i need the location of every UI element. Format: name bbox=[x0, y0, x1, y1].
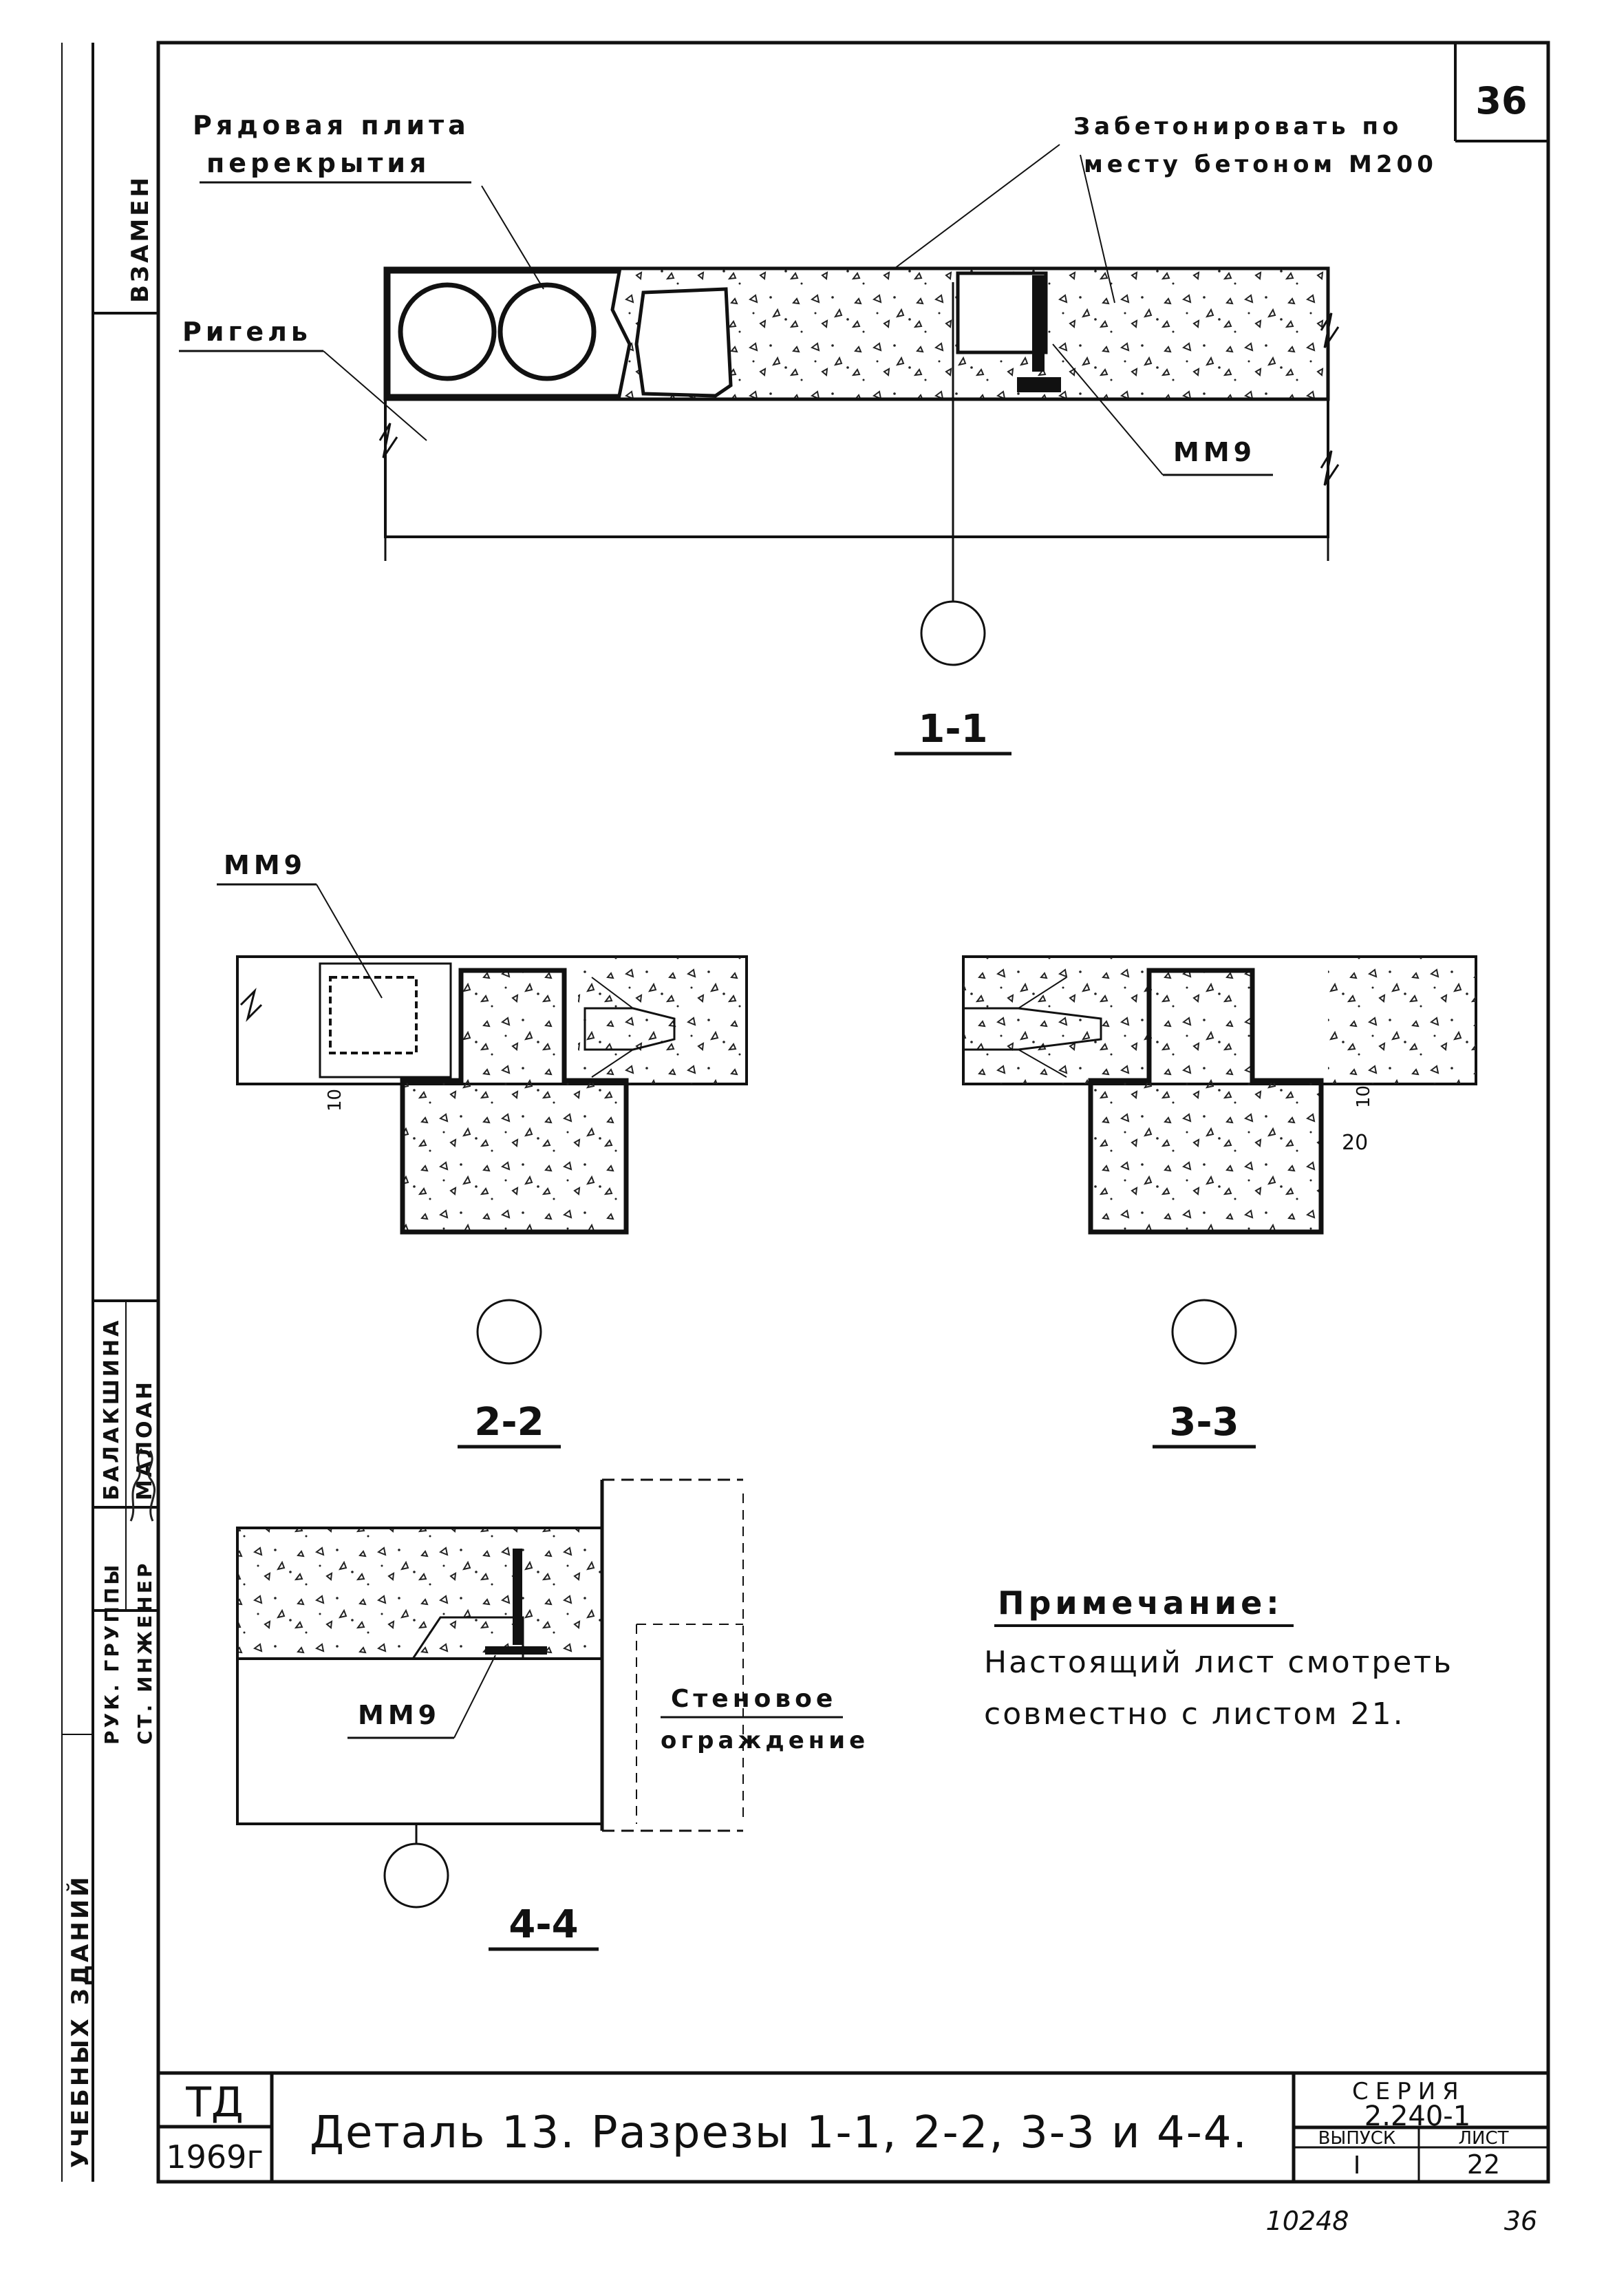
footer-left: 10248 bbox=[1266, 2206, 1349, 2236]
label-mm9-2: ММ9 bbox=[224, 850, 306, 880]
caption-1-1: 1-1 bbox=[918, 707, 987, 752]
section-4-4: ММ9 Стеновое ограждение 4-4 bbox=[236, 1478, 869, 1951]
label-concrete-1: Забетонировать по bbox=[1073, 113, 1402, 140]
section-3-3: 10 20 3-3 bbox=[962, 955, 1477, 1449]
slab-void-1 bbox=[398, 282, 497, 381]
section-2-2: ММ9 10 2-2 bbox=[217, 850, 748, 1449]
label-concrete-2: месту бетоном М200 bbox=[1084, 151, 1437, 178]
section-marker-1-1 bbox=[920, 600, 986, 666]
sheet-title: Деталь 13. Разрезы 1-1, 2-2, 3-3 и 4-4. bbox=[310, 2107, 1248, 2158]
issue-label: ВЫПУСК bbox=[1318, 2128, 1396, 2149]
year-label: 1969г bbox=[166, 2138, 263, 2176]
td-label: ТД bbox=[185, 2079, 244, 2127]
embedded-pocket bbox=[956, 271, 1048, 354]
side-stamp: ВЗАМЕН БАЛАКШИНА МАЛОАН РУК. ГРУППЫ СТ. … bbox=[61, 43, 158, 2182]
caption-2-2: 2-2 bbox=[474, 1400, 544, 1445]
note-line-2: совместно с листом 21. bbox=[984, 1697, 1405, 1732]
series-value: 2.240-1 bbox=[1364, 2101, 1470, 2132]
label-mm9-4: ММ9 bbox=[358, 1700, 440, 1730]
title-block: ТД 1969г Деталь 13. Разрезы 1-1, 2-2, 3-… bbox=[166, 2078, 1508, 2180]
stamp-vzamen: ВЗАМЕН bbox=[127, 175, 154, 303]
slab-block bbox=[634, 287, 733, 398]
caption-4-4: 4-4 bbox=[508, 1902, 578, 1947]
issue-value: I bbox=[1353, 2151, 1361, 2180]
rigel-3-3 bbox=[1088, 968, 1324, 1235]
dim-20-3-3: 20 bbox=[1342, 1131, 1368, 1155]
note-line-1: Настоящий лист смотреть bbox=[984, 1645, 1453, 1680]
footer-right: 36 bbox=[1504, 2206, 1537, 2236]
section-marker-3-3 bbox=[1171, 1299, 1237, 1365]
stamp-signature-2 bbox=[147, 1450, 156, 1522]
rigel-2-2 bbox=[400, 968, 629, 1235]
note-heading: Примечание: bbox=[998, 1584, 1283, 1622]
label-plate-2: перекрытия bbox=[206, 148, 430, 178]
corner-number: 36 bbox=[1475, 79, 1527, 123]
section-marker-4-4 bbox=[383, 1842, 449, 1909]
stamp-buildings: УЧЕБНЫХ ЗДАНИЙ bbox=[66, 1874, 94, 2168]
section-marker-2-2 bbox=[476, 1299, 542, 1365]
label-mm9-1: ММ9 bbox=[1173, 437, 1256, 467]
caption-3-3: 3-3 bbox=[1169, 1400, 1239, 1445]
sheet-frame bbox=[156, 41, 1550, 2184]
series-label: СЕРИЯ bbox=[1352, 2078, 1466, 2105]
stamp-role-1: РУК. ГРУППЫ bbox=[100, 1562, 123, 1745]
label-wall-1: Стеновое bbox=[671, 1685, 837, 1713]
slab-void-2 bbox=[497, 282, 597, 381]
sheet-label: ЛИСТ bbox=[1458, 2128, 1508, 2149]
dim-10-2-2: 10 bbox=[325, 1089, 345, 1112]
stamp-role-2: СТ. ИНЖЕНЕР bbox=[133, 1561, 156, 1745]
stamp-signature-1 bbox=[129, 1447, 143, 1522]
label-rigel: Ригель bbox=[182, 317, 312, 347]
rigel-body bbox=[384, 398, 1329, 538]
stamp-name-1: БАЛАКШИНА bbox=[100, 1318, 124, 1500]
label-plate: Рядовая плита bbox=[193, 110, 470, 140]
embedded-plate-mm9 bbox=[1032, 275, 1045, 372]
dim-10-3-3: 10 bbox=[1353, 1085, 1374, 1108]
note-block: Примечание: Настоящий лист смотреть совм… bbox=[984, 1584, 1453, 1732]
section-1-1: Рядовая плита перекрытия Ригель Забетони… bbox=[179, 110, 1437, 756]
label-wall-2: ограждение bbox=[661, 1727, 869, 1754]
sheet-value: 22 bbox=[1467, 2149, 1500, 2180]
